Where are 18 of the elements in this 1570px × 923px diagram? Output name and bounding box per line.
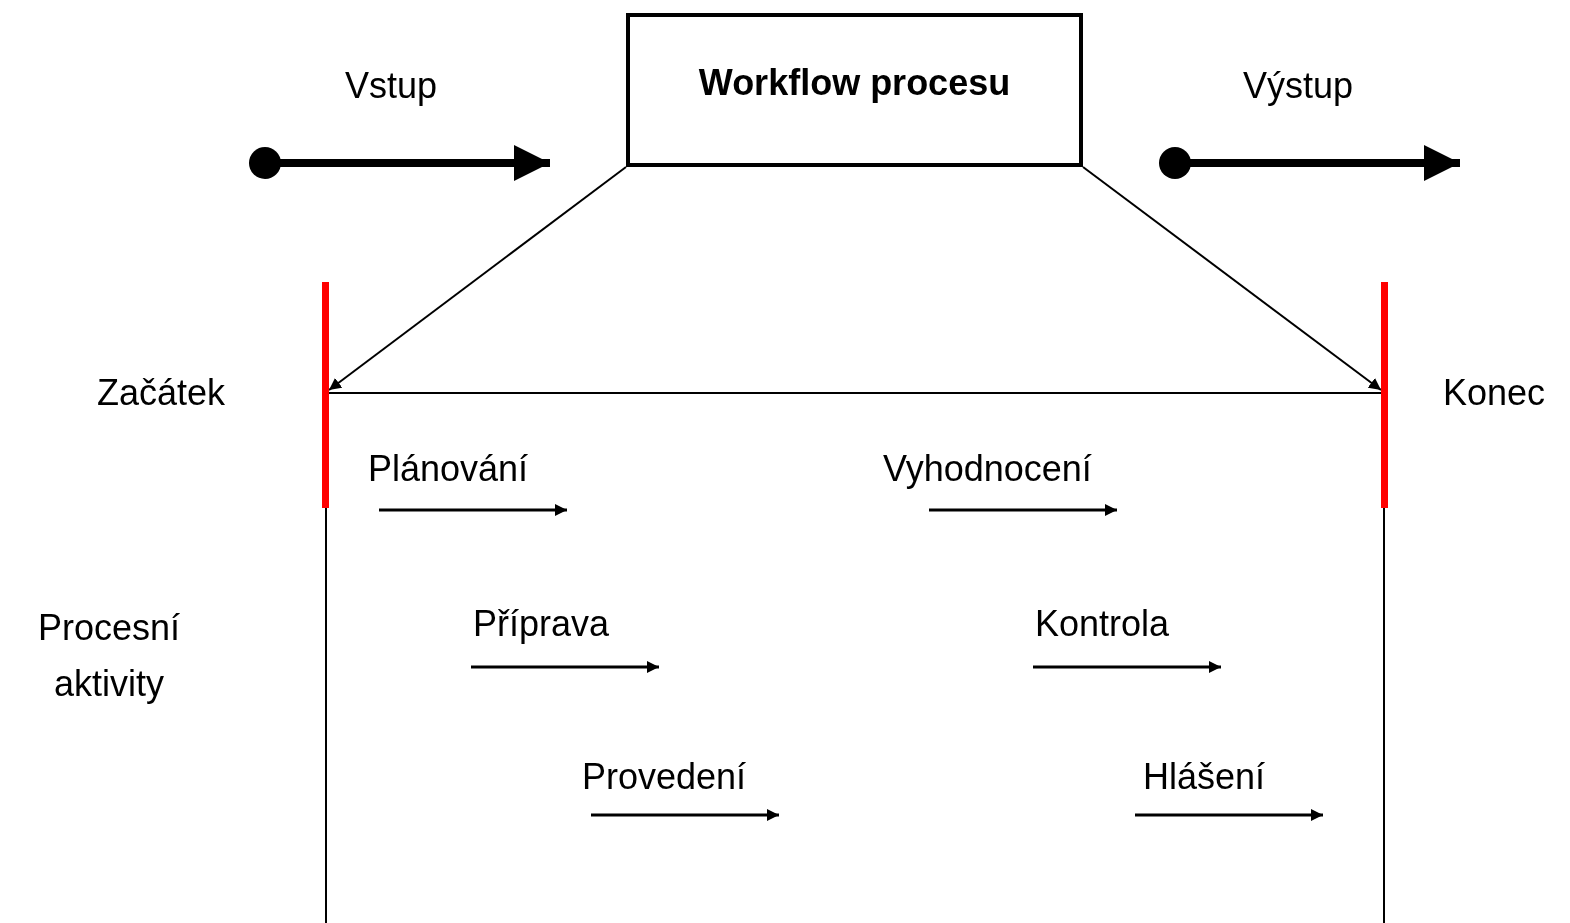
marker-bar: [322, 282, 329, 508]
activity-label: Příprava: [473, 603, 610, 645]
marker-label: Začátek: [97, 372, 226, 414]
flow-label: Vstup: [345, 65, 438, 107]
box-title: Workflow procesu: [698, 62, 1011, 104]
connector-line: [328, 392, 1382, 394]
arrow: [328, 166, 627, 391]
activity-label: Vyhodnocení: [883, 448, 1092, 490]
activity-label: Plánování: [368, 448, 529, 490]
activity-label: Hlášení: [1143, 756, 1266, 798]
marker-label: Konec: [1443, 372, 1546, 414]
arrow: [1082, 166, 1382, 391]
flow-label: Výstup: [1243, 65, 1354, 107]
marker-bar: [1381, 282, 1388, 508]
activity-label: Kontrola: [1035, 603, 1170, 645]
activity-label: Provedení: [582, 756, 747, 798]
process-box: [626, 13, 1083, 167]
row-label: Procesní aktivity: [36, 606, 182, 706]
